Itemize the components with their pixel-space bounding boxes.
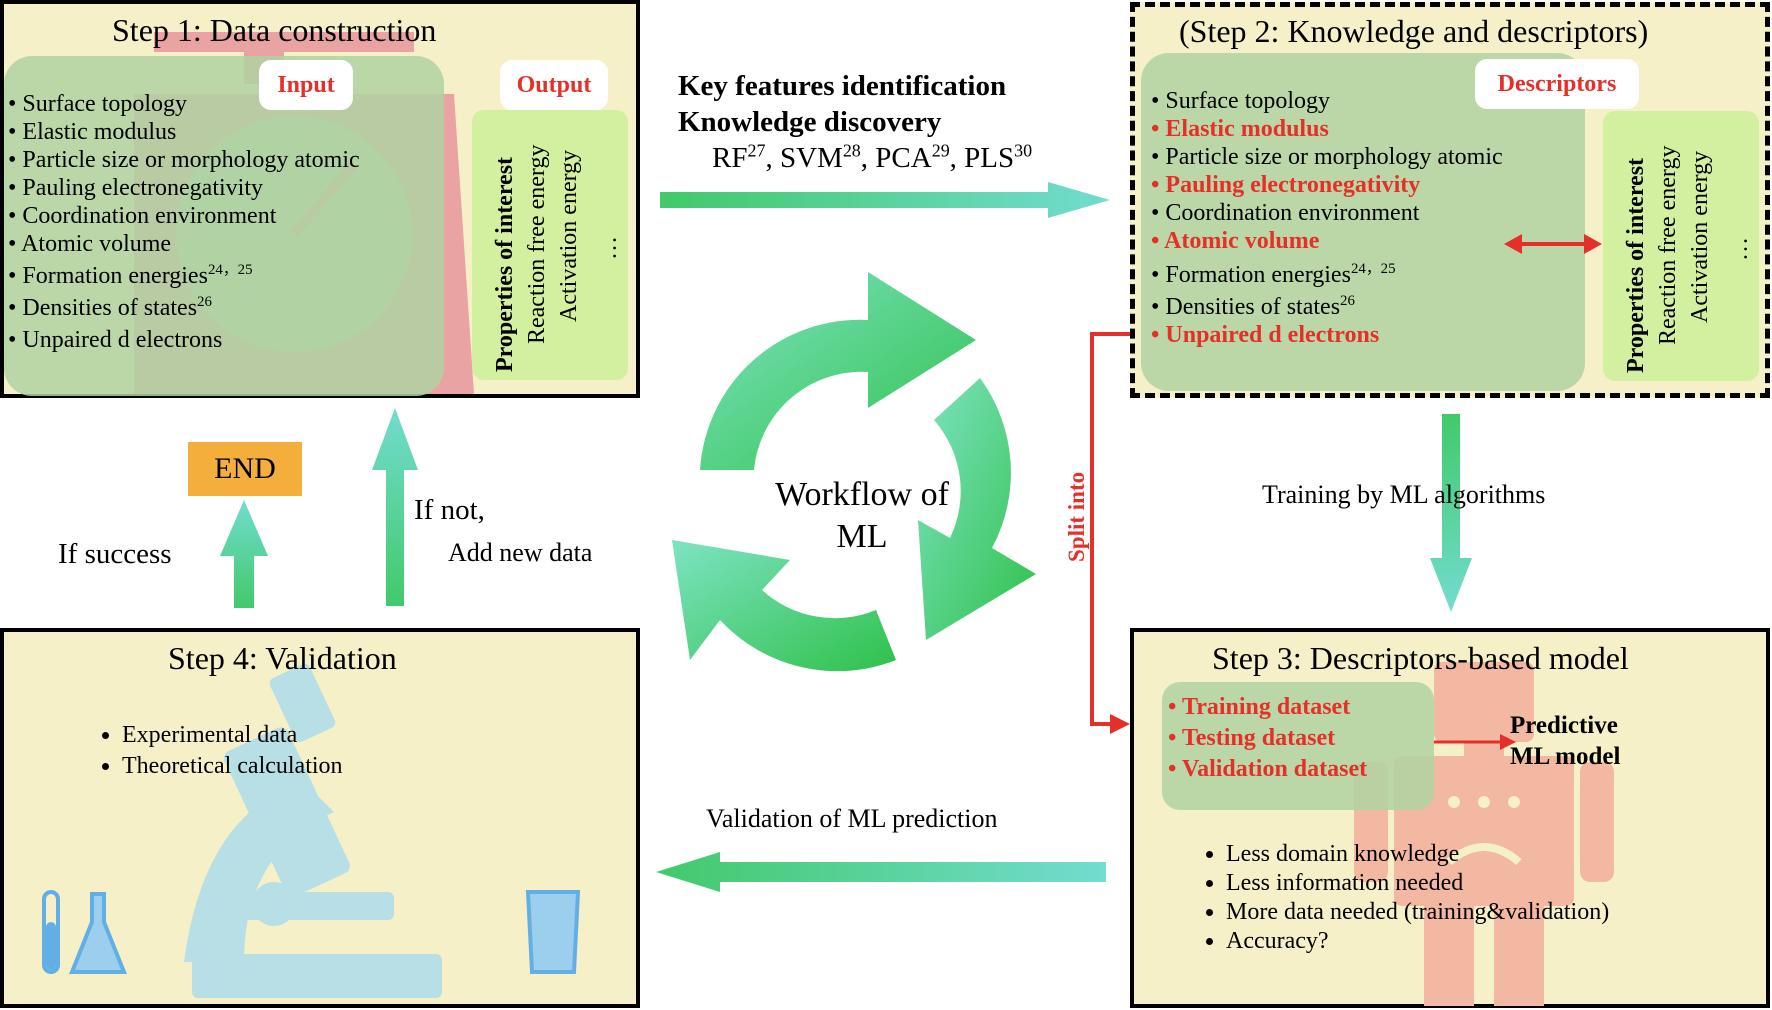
- list-item: Atomic volume: [8, 230, 360, 258]
- arrow-left: [656, 852, 1106, 892]
- list-item: More data needed (training&validation): [1226, 898, 1609, 927]
- beaker-icon: [525, 890, 581, 974]
- list-item: Surface topology: [1151, 87, 1503, 115]
- test-tube-icon: [42, 890, 60, 974]
- predictive-model-label: Predictive ML model: [1510, 712, 1621, 770]
- end-badge: END: [188, 442, 302, 496]
- list-item: Surface topology: [8, 90, 360, 118]
- step2-descriptor-list: Surface topology Elastic modulus Particl…: [1151, 87, 1503, 349]
- algorithms-label: RF27, SVM28, PCA29, PLS30: [712, 140, 1033, 174]
- step2-descriptors-label: Descriptors: [1475, 59, 1639, 109]
- list-item: Unpaired d electrons: [1151, 321, 1503, 349]
- list-item: Elastic modulus: [1151, 115, 1503, 143]
- split-arrowhead: [1110, 714, 1130, 734]
- step4-panel: Step 4: Validation Experimental data The…: [0, 628, 640, 1008]
- list-item: Particle size or morphology atomic: [8, 146, 359, 174]
- if-success-label: If success: [58, 538, 172, 570]
- step1-output-label: Output: [500, 60, 608, 110]
- step4-title: Step 4: Validation: [168, 640, 397, 676]
- list-item: Formation energies24，25: [8, 262, 360, 290]
- flask-icon: [69, 892, 127, 974]
- arrow-right: [660, 182, 1110, 218]
- step1-input-list: Surface topology Elastic modulus Particl…: [8, 90, 360, 354]
- arrow-up-success: [220, 500, 268, 608]
- step2-panel: (Step 2: Knowledge and descriptors) Desc…: [1130, 2, 1770, 398]
- list-item: Pauling electronegativity: [1151, 171, 1503, 199]
- list-item: Densities of states26: [8, 294, 360, 322]
- step3-notes-list: Less domain knowledge Less information n…: [1198, 840, 1609, 956]
- step2-title: (Step 2: Knowledge and descriptors): [1179, 13, 1649, 49]
- step3-dataset-list: Training dataset Testing dataset Validat…: [1168, 692, 1367, 785]
- workflow-center-label: Workflow of ML: [775, 476, 949, 555]
- list-item: Pauling electronegativity: [8, 174, 360, 202]
- list-item: Elastic modulus: [8, 118, 360, 146]
- step4-items-list: Experimental data Theoretical calculatio…: [94, 720, 343, 782]
- add-new-data-label: Add new data: [448, 538, 593, 567]
- list-item: Coordination environment: [1151, 199, 1503, 227]
- arrow-down: [1430, 414, 1472, 612]
- list-item: Validation dataset: [1168, 754, 1367, 785]
- step1-title: Step 1: Data construction: [112, 12, 437, 48]
- step3-panel: Step 3: Descriptors-based model Training…: [1130, 628, 1770, 1008]
- split-into-label: Split into: [1064, 471, 1089, 562]
- list-item: Experimental data: [122, 720, 343, 751]
- list-item: Less information needed: [1226, 869, 1609, 898]
- list-item: Theoretical calculation: [122, 751, 343, 782]
- list-item: Less domain knowledge: [1226, 840, 1609, 869]
- step2-output-area: [1603, 111, 1759, 381]
- list-item: Unpaired d electrons: [8, 326, 360, 354]
- microscope-icon: [184, 663, 442, 998]
- list-item: Particle size or morphology atomic: [1151, 143, 1502, 171]
- lab-equipment-illustration: [42, 663, 581, 998]
- robot-illustration: [1354, 662, 1614, 1006]
- list-item: Formation energies24，25: [1151, 261, 1503, 289]
- split-connector: [1090, 332, 1130, 726]
- training-label: Training by ML algorithms: [1262, 480, 1546, 509]
- step3-title: Step 3: Descriptors-based model: [1212, 640, 1629, 676]
- step1-panel: Step 1: Data construction Input Output S…: [0, 0, 640, 398]
- step1-output-area: [472, 110, 628, 380]
- list-item: Coordination environment: [8, 202, 360, 230]
- key-features-label: Key features identification Knowledge di…: [678, 70, 1007, 138]
- if-not-label: If not,: [414, 494, 485, 526]
- list-item: Densities of states26: [1151, 293, 1503, 321]
- list-item: Testing dataset: [1168, 723, 1367, 754]
- validation-label: Validation of ML prediction: [706, 804, 998, 833]
- list-item: Atomic volume: [1151, 227, 1503, 255]
- arrow-up-retry: [372, 408, 418, 606]
- list-item: Training dataset: [1168, 692, 1367, 723]
- cycle-icon: [672, 272, 1036, 672]
- list-item: Accuracy?: [1226, 927, 1609, 956]
